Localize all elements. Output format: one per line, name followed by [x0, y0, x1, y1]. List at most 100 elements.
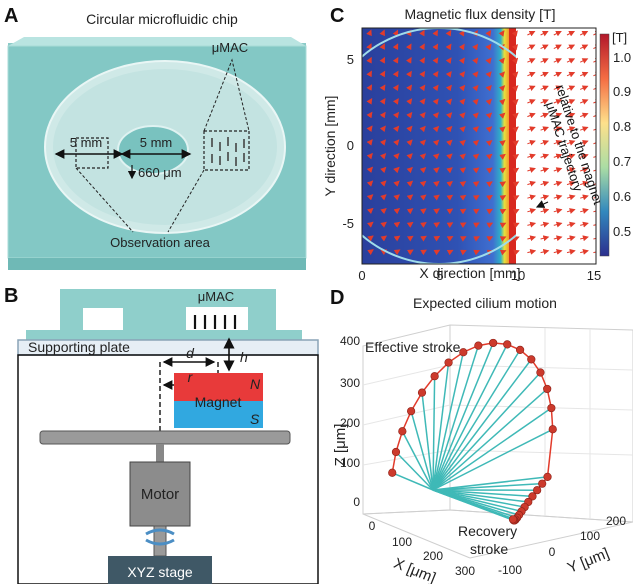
- flux-vector: [406, 208, 414, 215]
- flux-vector: [393, 166, 400, 174]
- flux-vector: [446, 180, 453, 187]
- flux-vector: [459, 222, 467, 228]
- flux-vector: [380, 207, 387, 215]
- flux-vector: [446, 249, 454, 256]
- flux-vector: [393, 153, 400, 160]
- cilium-position: [410, 410, 434, 491]
- flux-vector: [433, 180, 440, 187]
- flux-vector: [527, 85, 536, 91]
- panel-a-title: Circular microfluidic chip: [86, 11, 238, 27]
- flux-vector: [432, 139, 440, 146]
- flux-vector: [566, 221, 576, 228]
- cb-tick-1: 1.0: [613, 50, 631, 65]
- flux-vector: [393, 235, 401, 242]
- flux-vector: [498, 71, 506, 78]
- cilium-3d-box: [362, 324, 633, 559]
- flux-vector: [393, 249, 401, 256]
- flux-vector: [473, 222, 480, 229]
- x-tick-5: 5: [436, 268, 443, 283]
- flux-vector: [406, 98, 413, 105]
- flux-vector: [459, 126, 466, 133]
- flux-vector: [419, 70, 426, 78]
- y3-tick-100: 100: [580, 529, 600, 543]
- flux-vector: [540, 139, 550, 146]
- flux-vector: [367, 235, 374, 242]
- flux-vector: [367, 207, 374, 215]
- flux-vector: [485, 98, 493, 106]
- x3-tick-300: 300: [455, 564, 475, 578]
- flux-vector: [593, 126, 596, 132]
- flux-vector: [419, 43, 425, 51]
- flux-vector: [472, 167, 480, 174]
- flux-vector: [445, 43, 452, 51]
- flux-heatmap: [361, 27, 597, 265]
- flux-vector: [485, 139, 493, 147]
- flux-vector: [580, 221, 589, 228]
- flux-vector: [380, 180, 387, 187]
- flux-vector: [566, 208, 576, 214]
- flux-vector: [566, 153, 576, 160]
- flux-vector: [472, 181, 480, 188]
- cilium-position: [432, 352, 465, 491]
- flux-vector: [498, 85, 506, 92]
- flux-vector: [566, 126, 576, 132]
- flux-vector: [366, 56, 372, 64]
- flux-vector: [580, 139, 589, 146]
- motor-label: Motor: [141, 486, 179, 503]
- flux-vector: [445, 29, 452, 37]
- flux-vector: [499, 140, 506, 147]
- flux-vector: [527, 235, 537, 242]
- flux-vector: [527, 221, 537, 228]
- flux-vector: [472, 112, 479, 119]
- flux-vector: [392, 43, 399, 50]
- flux-vector: [527, 126, 536, 132]
- flux-vector: [593, 112, 596, 119]
- flux-vector: [379, 98, 386, 105]
- flux-vector: [393, 221, 401, 228]
- flux-vector: [566, 30, 576, 37]
- flux-vector: [406, 166, 413, 174]
- flux-vector: [485, 30, 492, 37]
- flux-vector: [393, 208, 401, 215]
- flux-vector: [445, 57, 452, 64]
- flux-vector: [566, 99, 576, 105]
- flux-vector: [512, 140, 519, 147]
- flux-vector: [540, 44, 549, 50]
- flux-vector: [580, 167, 589, 173]
- z-axis-label: Z [μm]: [332, 424, 349, 467]
- flux-vector: [406, 57, 412, 64]
- flux-vector: [527, 112, 536, 119]
- cilium-tip-point: [516, 345, 525, 354]
- flux-vector: [486, 167, 493, 174]
- flux-vector: [445, 112, 453, 119]
- flux-vector: [472, 139, 480, 147]
- cilium-tip-point: [503, 340, 512, 349]
- flux-vector: [420, 208, 427, 215]
- z-tick-100: 100: [340, 456, 360, 470]
- flux-vector: [499, 208, 507, 215]
- flux-vector: [366, 111, 373, 119]
- label-h: h: [240, 349, 248, 365]
- flux-vector: [366, 166, 374, 174]
- cilium-tip-point: [527, 355, 536, 364]
- flux-vector: [366, 139, 373, 146]
- flux-vector: [553, 139, 563, 146]
- flux-vector: [445, 70, 452, 78]
- flux-vector: [593, 58, 596, 64]
- flux-vector: [419, 153, 427, 160]
- flux-vector: [553, 221, 563, 228]
- flux-vector: [540, 58, 549, 64]
- flux-vector: [566, 71, 576, 78]
- flux-vector: [498, 98, 506, 106]
- flux-vector: [540, 99, 549, 105]
- flux-vector: [593, 85, 596, 91]
- flux-vector: [540, 180, 550, 187]
- flux-vector: [367, 249, 374, 256]
- flux-vector: [432, 153, 440, 160]
- panel-a-dim1: 5 mm: [70, 135, 103, 150]
- flux-vector: [511, 57, 519, 65]
- flux-vector: [473, 208, 480, 215]
- flux-vector: [472, 194, 480, 201]
- x-tick-15: 15: [587, 268, 601, 283]
